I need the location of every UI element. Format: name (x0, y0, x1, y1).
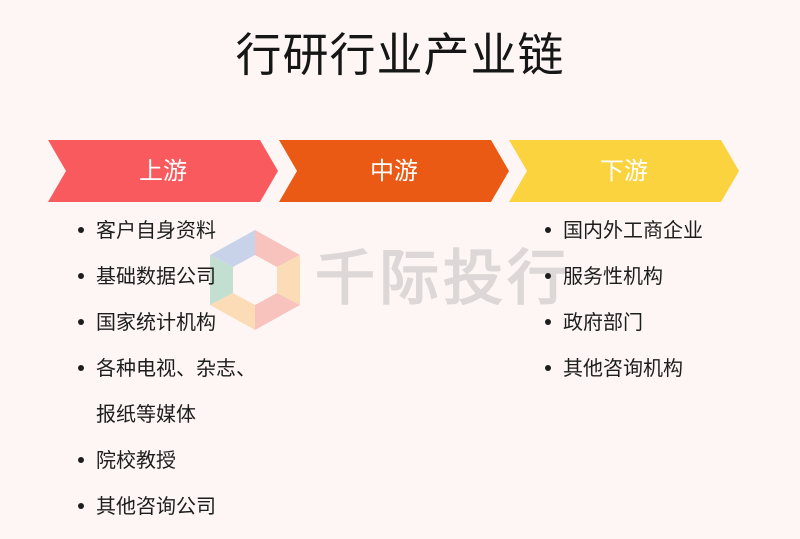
watermark: 千际投行 (205, 225, 605, 335)
bullet-icon (545, 273, 551, 279)
bullet-icon (545, 227, 551, 233)
list-item-continuation: 报纸等媒体 (96, 402, 196, 426)
bullet-icon (78, 319, 84, 325)
stage-downstream-label: 下游 (600, 157, 648, 185)
list-item: 其他咨询公司 (78, 483, 256, 529)
list-item: 院校教授 (78, 437, 256, 483)
stage-upstream: 上游 (48, 140, 278, 202)
bullet-icon (78, 227, 84, 233)
bullet-icon (545, 319, 551, 325)
upstream-arrow-shape (48, 140, 278, 202)
stage-midstream-label: 中游 (370, 157, 418, 185)
list-item: 政府部门 (545, 299, 703, 345)
bullet-icon (78, 503, 84, 509)
list-item: 客户自身资料 (78, 207, 256, 253)
bullet-icon (78, 457, 84, 463)
stage-downstream: 下游 (509, 140, 739, 202)
downstream-arrow-shape (509, 140, 739, 202)
stage-midstream: 中游 (279, 140, 509, 202)
list-item: 其他咨询机构 (545, 345, 703, 391)
list-item: 各种电视、杂志、 (78, 345, 256, 391)
stage-upstream-label: 上游 (139, 157, 187, 185)
bullet-icon (78, 365, 84, 371)
list-item: 国内外工商企业 (545, 207, 703, 253)
watermark-text: 千际投行 (315, 244, 571, 314)
bullet-icon (78, 273, 84, 279)
list-item: 国家统计机构 (78, 299, 256, 345)
midstream-arrow-shape (279, 140, 509, 202)
downstream-list: 国内外工商企业 服务性机构 政府部门 其他咨询机构 (545, 207, 703, 391)
page-title: 行研行业产业链 (235, 28, 565, 82)
list-item: 基础数据公司 (78, 253, 256, 299)
list-item: 服务性机构 (545, 253, 703, 299)
watermark-logo-icon (210, 230, 300, 330)
upstream-list: 客户自身资料 基础数据公司 国家统计机构 各种电视、杂志、 报纸等媒体 院校教授… (78, 207, 256, 529)
bullet-icon (545, 365, 551, 371)
